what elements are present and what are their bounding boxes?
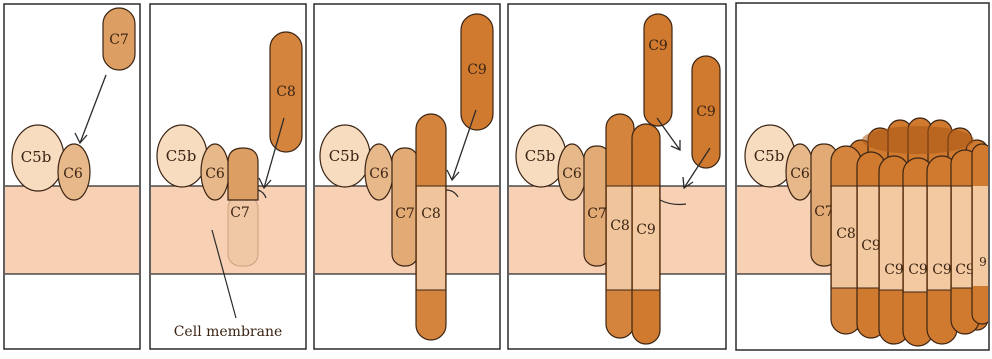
panel-2-c8: [269, 31, 303, 153]
panel-3-c5b-label: C5b: [329, 147, 360, 165]
panel-5-c5b-label: C5b: [754, 147, 785, 165]
panel-2-c6-label: C6: [205, 166, 225, 182]
panel-3-c9-label: C9: [467, 62, 487, 78]
panel-2: C5b C6 C7 C8 Cell membrane: [149, 3, 307, 350]
panel-1-arrow: [79, 74, 107, 144]
panel-5-c9-2-label: C9: [884, 262, 904, 278]
panel-4-c9-inserted-label: C9: [636, 222, 656, 238]
panel-2-arrow: [263, 117, 285, 189]
panel-1-c6-label: C6: [63, 166, 83, 182]
panel-3-c7-label: C7: [395, 206, 415, 222]
panel-1-c7-label: C7: [109, 32, 129, 48]
panel-5-c6-label: C6: [790, 166, 810, 182]
panel-3-c9: [460, 13, 494, 131]
panel-3-c6-label: C6: [369, 166, 389, 182]
panel-4-c9-free-2: [691, 55, 721, 169]
panel-3-arrow: [451, 109, 477, 181]
panel-4-arrow-1: [656, 117, 681, 151]
panel-4-c6-label: C6: [562, 166, 582, 182]
panel-5-c9-4-label: C9: [932, 262, 952, 278]
panel-5-c9-5-label: C9: [955, 262, 975, 278]
panel-5-c9-3-label: C9: [908, 262, 928, 278]
panel-1: C5b C6 C7: [3, 3, 141, 350]
panel-4-c8-label: C8: [610, 218, 630, 234]
panel-5-c9-6-label: 9: [979, 255, 987, 269]
panel-1-c5b-label: C5b: [21, 148, 52, 166]
panel-2-c5b-label: C5b: [166, 147, 197, 165]
panel-3-c8-label: C8: [421, 206, 441, 222]
panel-4-arrow-2: [683, 147, 711, 189]
panel-4-c9-free-1-label: C9: [648, 38, 668, 54]
panel-4-c9-free-2-label: C9: [696, 104, 716, 120]
panel-2-c7-label: C7: [230, 205, 250, 221]
panel-3: C5b C6 C7 C8 C9: [313, 3, 501, 350]
panel-5-c7-label: C7: [814, 204, 834, 220]
membrane-pointer: [211, 229, 237, 319]
panel-2-c8-label: C8: [276, 84, 296, 100]
panel-4-c5b-label: C5b: [525, 147, 556, 165]
panel-5-c9-1-label: C9: [861, 238, 881, 254]
panel-1-c6: [57, 143, 91, 201]
panel-4-c7-label: C7: [587, 206, 607, 222]
panel-5: C5b C6 C7 C8 C9: [735, 2, 990, 351]
panel-4: C5b C6 C7 C8 C9 C9 C9: [507, 3, 727, 350]
panel-2-c7: [227, 147, 259, 201]
panel-5-c8-label: C8: [836, 226, 856, 242]
panel-4-c9-free-1: [643, 13, 673, 127]
panel-3-c8-membrane-part: [417, 186, 445, 290]
panel-1-membrane: [5, 186, 139, 274]
cell-membrane-label: Cell membrane: [174, 324, 283, 340]
panel-1-c7: [102, 7, 136, 71]
